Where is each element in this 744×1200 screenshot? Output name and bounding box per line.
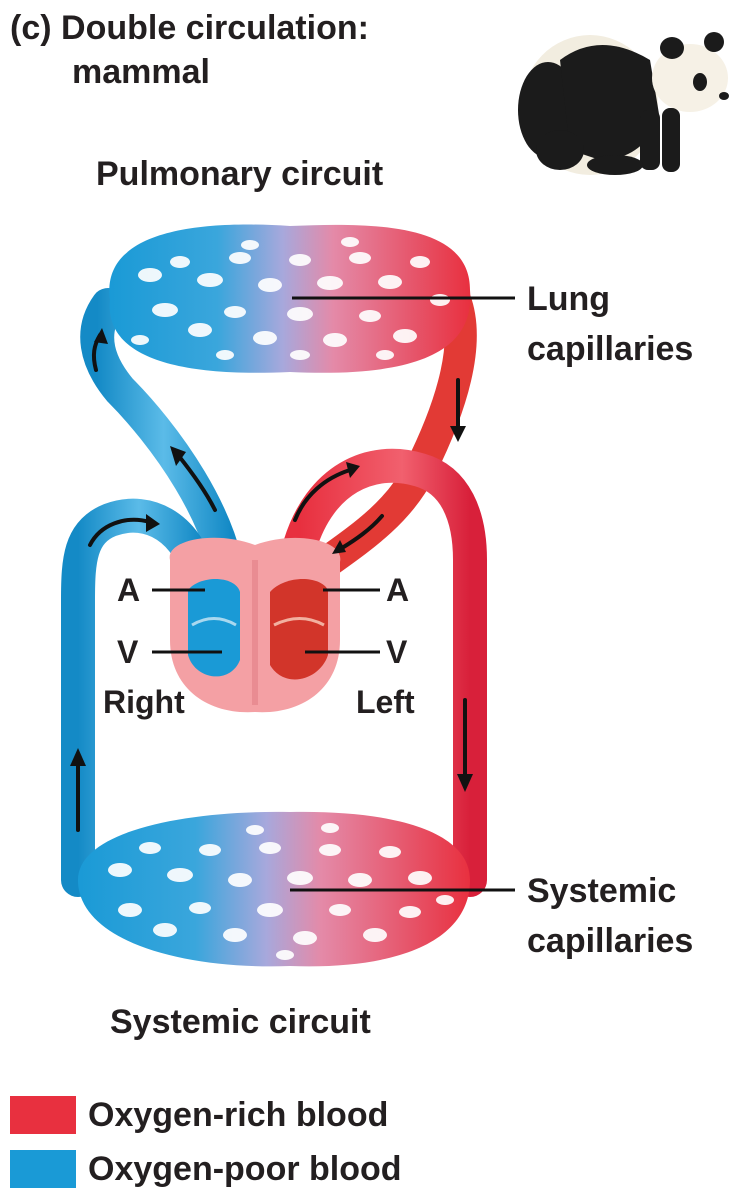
legend: Oxygen-rich blood Oxygen-poor blood (10, 1095, 402, 1189)
legend-swatch-oxygen-poor (10, 1150, 76, 1188)
pulmonary-artery (80, 288, 247, 617)
aorta (283, 448, 487, 897)
title-line2: mammal (72, 53, 210, 91)
figure-title: (c) Double circulation: mammal (10, 6, 369, 94)
panel-letter: (c) (10, 9, 52, 47)
systemic-label-line2: capillaries (527, 922, 694, 960)
right-side-label: Right (103, 684, 185, 720)
panda-icon (518, 32, 729, 175)
legend-item-oxygen-poor: Oxygen-poor blood (10, 1149, 402, 1189)
right-ventricle-label: V (117, 634, 139, 670)
systemic-capillary-bed (78, 811, 470, 967)
lung-capillaries-label: Lung capillaries (527, 274, 693, 374)
left-atrium-label: A (386, 572, 410, 608)
title-line1: Double circulation: (61, 9, 369, 47)
lung-label-line1: Lung (527, 280, 611, 318)
legend-item-oxygen-rich: Oxygen-rich blood (10, 1095, 402, 1135)
left-ventricle-label: V (386, 634, 408, 670)
leader-lines (152, 296, 515, 892)
pulmonary-circuit-label: Pulmonary circuit (96, 155, 384, 193)
heart (169, 537, 341, 713)
left-side-label: Left (356, 684, 415, 720)
right-chambers (188, 578, 240, 677)
arrowheads (70, 328, 473, 792)
systemic-label-line1: Systemic (527, 872, 677, 910)
lung-capillary-bed (109, 224, 471, 373)
systemic-circuit-label: Systemic circuit (110, 1003, 371, 1041)
lung-label-line2: capillaries (527, 330, 694, 368)
legend-label-oxygen-rich: Oxygen-rich blood (88, 1095, 389, 1134)
vena-cava (61, 498, 217, 897)
legend-swatch-oxygen-rich (10, 1096, 76, 1134)
right-atrium-label: A (117, 572, 141, 608)
left-chambers (270, 578, 328, 680)
systemic-capillaries-label: Systemic capillaries (527, 866, 693, 966)
legend-label-oxygen-poor: Oxygen-poor blood (88, 1149, 402, 1188)
flow-arrows (76, 333, 467, 832)
